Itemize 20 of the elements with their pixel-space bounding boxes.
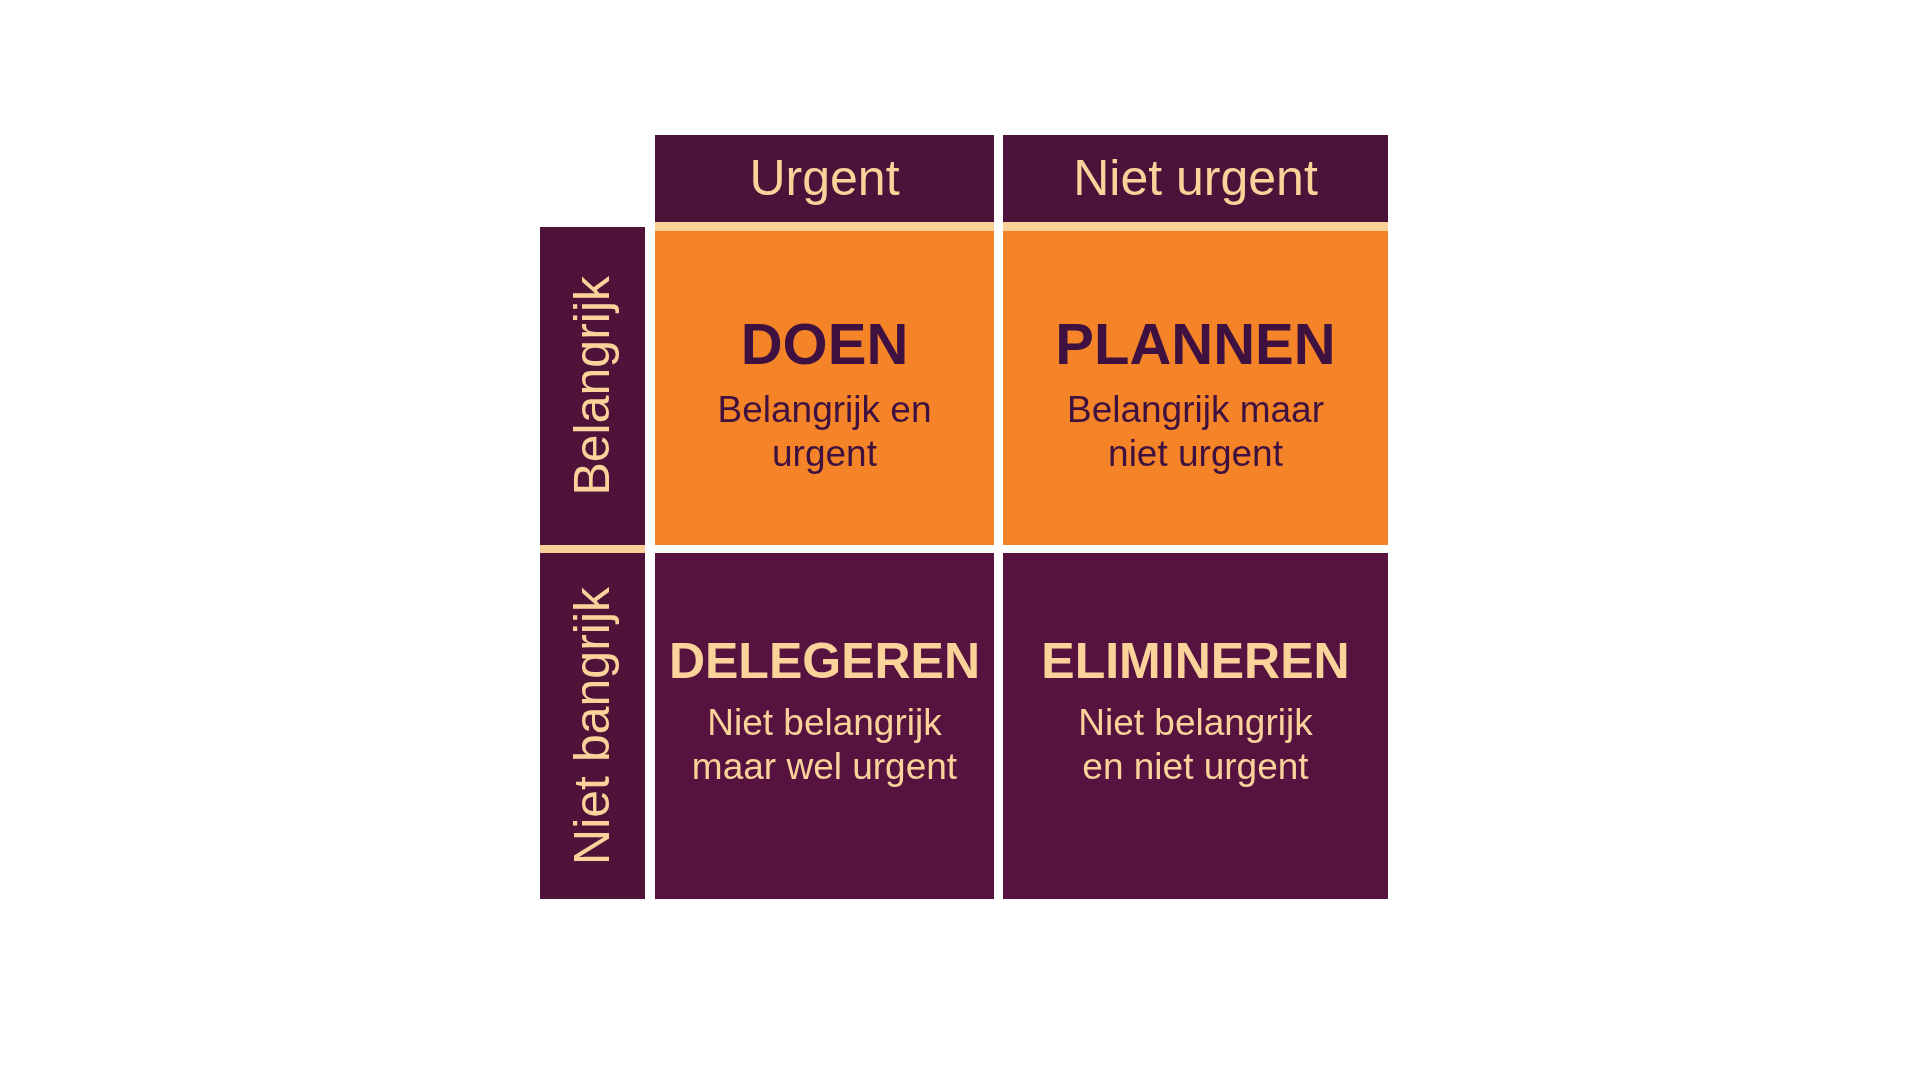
column-header — [655, 135, 994, 231]
quadrant-description: Belangrijk maar niet urgent — [1065, 387, 1326, 477]
quadrant-description: Niet belangrijk en niet urgent — [1077, 700, 1314, 789]
row-header-label: Niet bangrijk — [565, 587, 620, 865]
row-header-label: Belangrijk — [565, 276, 620, 496]
quadrant-box — [655, 553, 994, 899]
quadrant-title: DOEN — [740, 311, 909, 378]
quadrant-title: PLANNEN — [1055, 311, 1336, 378]
quadrant-description: Belangrijk en urgent — [716, 387, 933, 477]
row-header — [540, 227, 645, 553]
quadrant-title: ELIMINEREN — [1041, 633, 1350, 691]
column-header — [1003, 135, 1388, 231]
quadrant-box — [1003, 231, 1388, 545]
row-header — [540, 553, 645, 899]
quadrant-box — [1003, 553, 1388, 899]
column-header-label: Urgent — [749, 151, 900, 206]
quadrant-description: Niet belangrijk maar wel urgent — [690, 700, 959, 789]
quadrant-title: DELEGEREN — [668, 633, 981, 691]
quadrant-box — [655, 231, 994, 545]
column-header-label: Niet urgent — [1073, 151, 1318, 206]
